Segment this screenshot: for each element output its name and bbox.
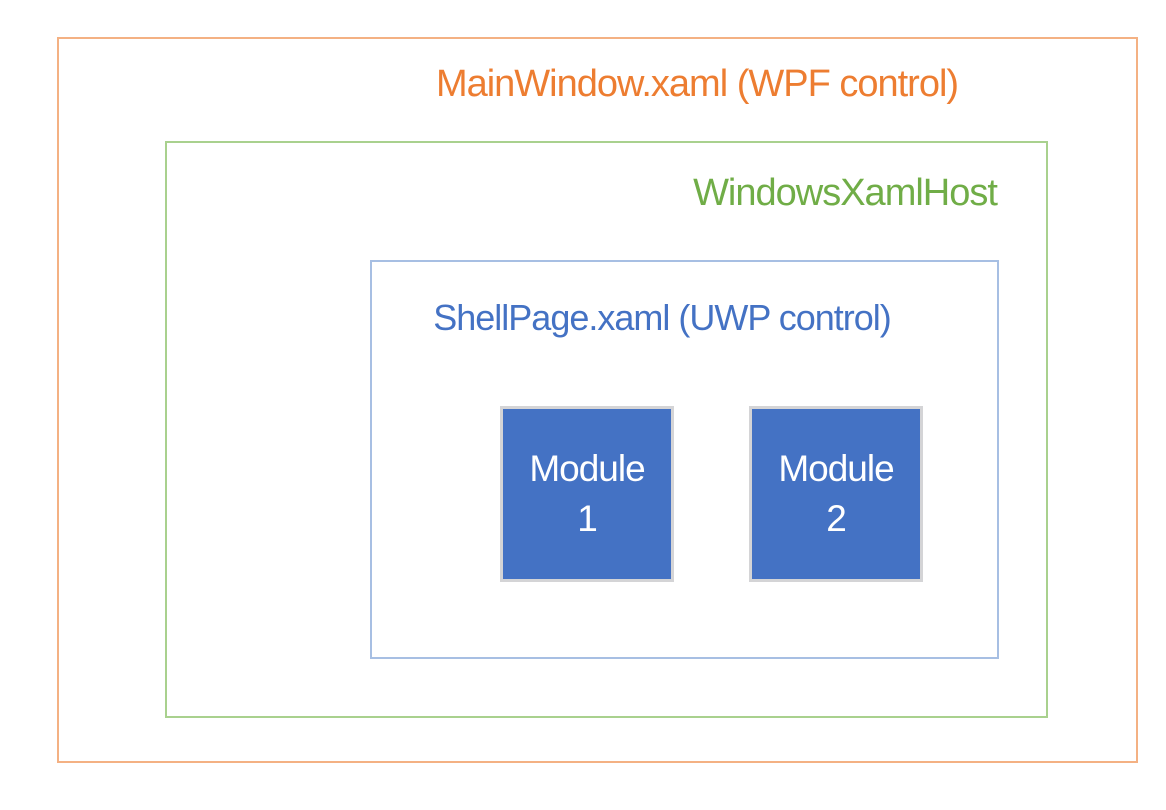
module-1-box: Module 1 — [500, 406, 674, 582]
module-2-box: Module 2 — [749, 406, 923, 582]
windowsxamlhost-label: WindowsXamlHost — [693, 172, 998, 214]
shellpage-label: ShellPage.xaml (UWP control) — [433, 297, 892, 338]
module-2-label: Module 2 — [778, 448, 894, 539]
shellpage-box: ShellPage.xaml (UWP control) Module 1 Mo… — [370, 260, 999, 659]
module-1-label: Module 1 — [529, 448, 645, 539]
windowsxamlhost-box: WindowsXamlHost ShellPage.xaml (UWP cont… — [165, 141, 1048, 718]
mainwindow-label: MainWindow.xaml (WPF control) — [435, 63, 959, 105]
mainwindow-box: MainWindow.xaml (WPF control) WindowsXam… — [57, 37, 1138, 763]
